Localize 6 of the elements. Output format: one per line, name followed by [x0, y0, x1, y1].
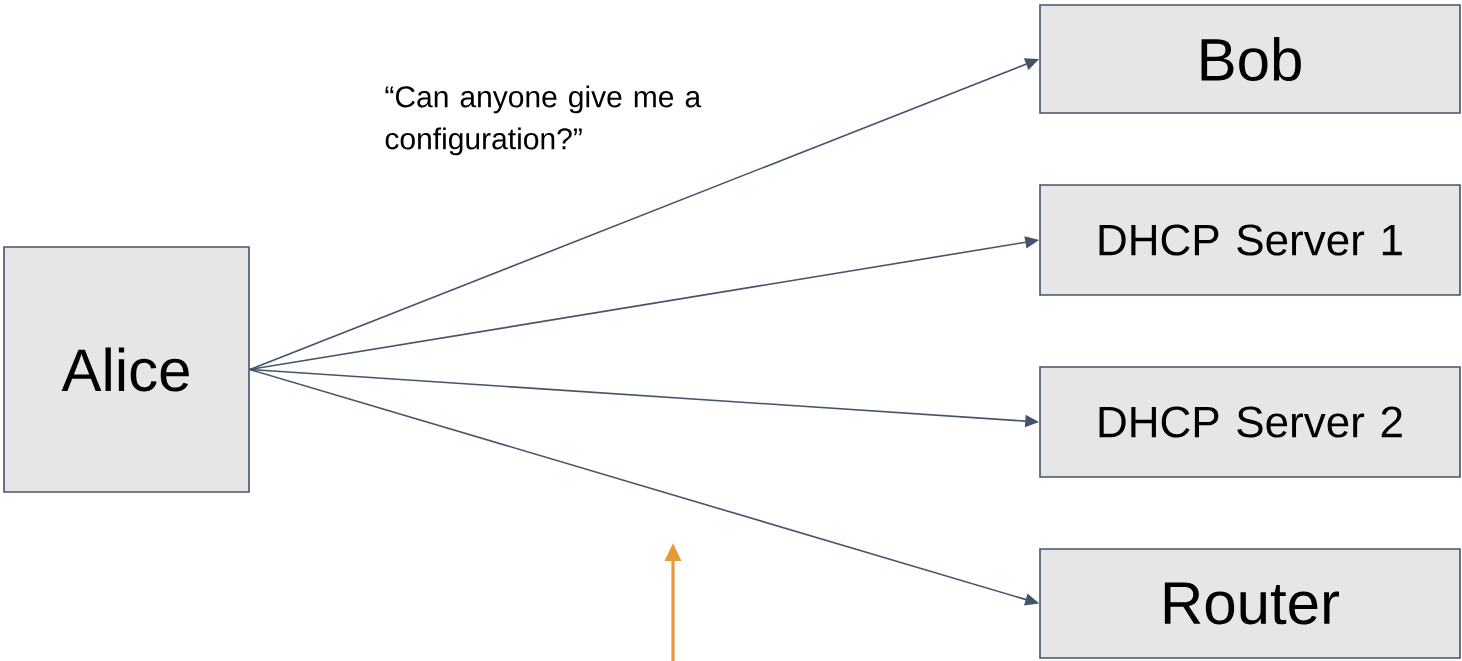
speech-text: “Can anyone give me a configuration?” [385, 85, 702, 156]
box: Alice [3, 246, 250, 493]
box: Router [1039, 548, 1461, 659]
box: DHCP Server 2 [1039, 366, 1461, 478]
box: DHCP Server 1 [1039, 184, 1461, 296]
box: Bob [1039, 4, 1461, 114]
